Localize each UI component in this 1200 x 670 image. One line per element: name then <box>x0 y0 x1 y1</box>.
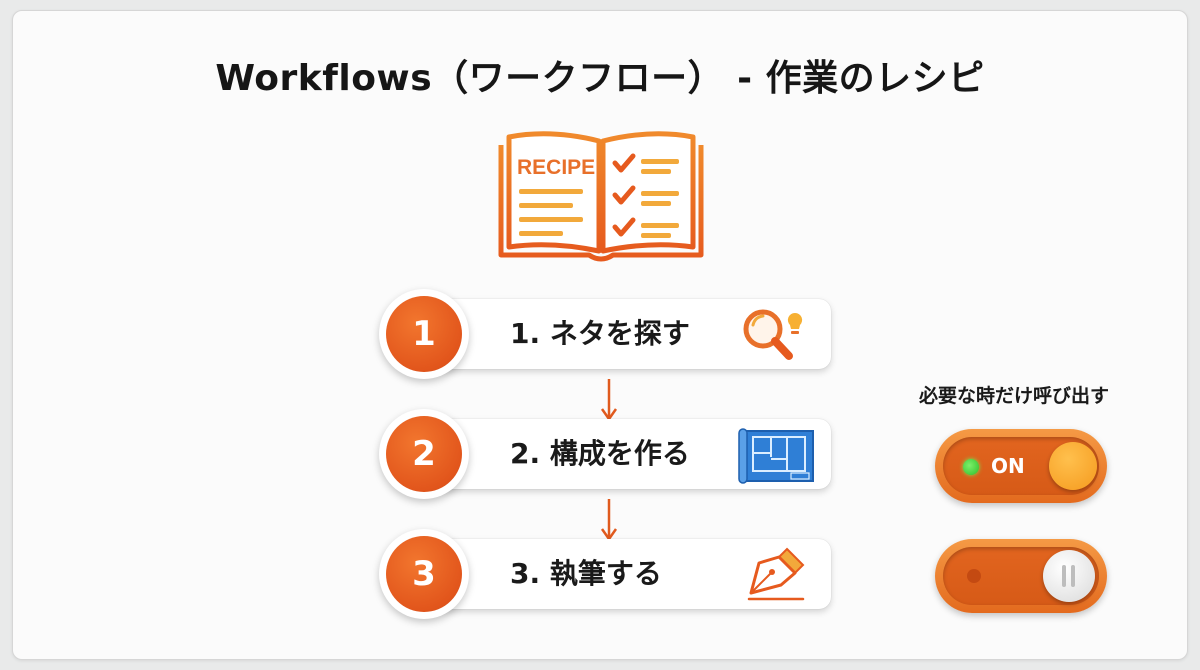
recipe-label: RECIPE <box>517 156 595 179</box>
toggle-knob <box>1043 550 1095 602</box>
step-label: 2. 構成を作る <box>510 437 690 470</box>
step-card-1: 1. ネタを探す <box>433 299 831 369</box>
step-number-badge-3: 3 <box>379 529 469 619</box>
page-title: Workflows（ワークフロー） - 作業のレシピ <box>215 58 985 99</box>
step-label: 1. ネタを探す <box>510 317 690 350</box>
step-number-badge-2: 2 <box>379 409 469 499</box>
step-label: 3. 執筆する <box>510 557 662 590</box>
down-arrow-icon <box>600 379 618 421</box>
blueprint-icon <box>738 428 814 484</box>
step-number-badge-1: 1 <box>379 289 469 379</box>
toggle-knob <box>1049 442 1097 490</box>
side-caption: 必要な時だけ呼び出す <box>918 385 1109 407</box>
step-card-3: 3. 執筆する <box>433 539 831 609</box>
status-indicator-on <box>963 459 979 475</box>
step-number: 3 <box>386 536 462 612</box>
status-indicator-off <box>967 569 981 583</box>
slide: Workflows（ワークフロー） - 作業のレシピ RECIPE 1. ネタを… <box>12 10 1188 660</box>
toggle-off-switch[interactable] <box>935 539 1107 613</box>
recipe-book-icon: RECIPE <box>498 131 704 262</box>
step-number: 2 <box>386 416 462 492</box>
toggle-on-switch[interactable]: ON <box>935 429 1107 503</box>
down-arrow-icon <box>600 499 618 541</box>
step-number: 1 <box>386 296 462 372</box>
fountain-pen-icon <box>747 547 805 601</box>
magnifier-lightbulb-icon <box>743 309 803 360</box>
toggle-on-label: ON <box>991 454 1025 478</box>
step-card-2: 2. 構成を作る <box>433 419 831 489</box>
